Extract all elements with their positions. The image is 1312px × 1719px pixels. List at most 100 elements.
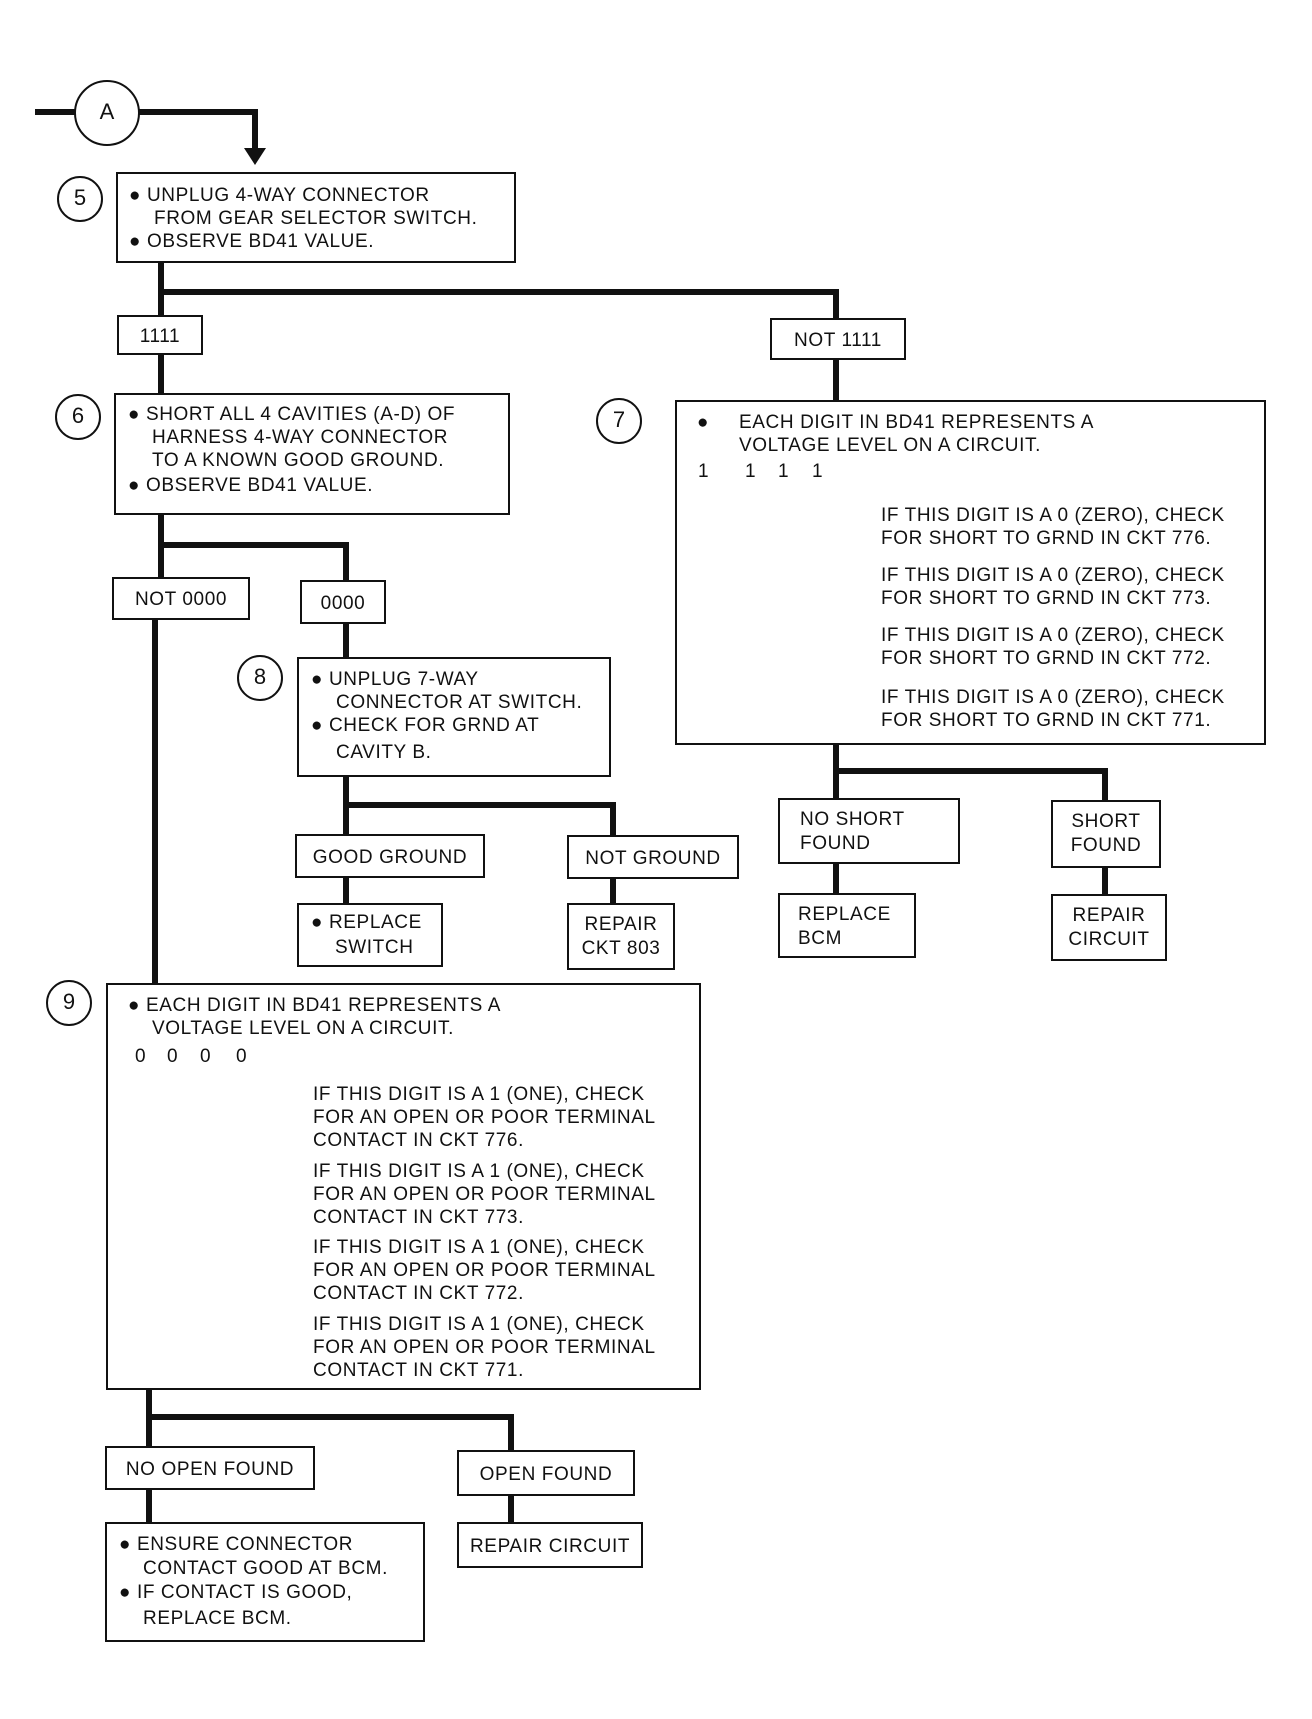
result-1111-label: 1111 — [139, 326, 181, 347]
result-1111-box: 1111 — [117, 315, 203, 355]
result-open-found-box: OPEN FOUND — [457, 1450, 635, 1496]
step-7-check-4-line-1: IF THIS DIGIT IS A 0 (ZERO), CHECK — [881, 687, 1225, 708]
step-5-line-2: FROM GEAR SELECTOR SWITCH. — [154, 208, 478, 229]
action-ensure-contact-box: ● ENSURE CONNECTOR CONTACT GOOD AT BCM. … — [105, 1522, 425, 1642]
step-9-check-4-line-1: IF THIS DIGIT IS A 1 (ONE), CHECK — [313, 1314, 645, 1335]
step-8-box: ● UNPLUG 7-WAY CONNECTOR AT SWITCH. ● CH… — [297, 657, 611, 777]
step-8-line-2: CONNECTOR AT SWITCH. — [336, 692, 583, 713]
step-9-check-3-line-1: IF THIS DIGIT IS A 1 (ONE), CHECK — [313, 1237, 645, 1258]
step-9-check-3-line-2: FOR AN OPEN OR POOR TERMINAL — [313, 1260, 656, 1281]
step-5-line-3: ● OBSERVE BD41 VALUE. — [129, 231, 375, 252]
step-9-check-1-line-3: CONTACT IN CKT 776. — [313, 1130, 524, 1151]
action-repair-circuit-7-line-2: CIRCUIT — [1068, 929, 1150, 950]
step-9-line-1: ● EACH DIGIT IN BD41 REPRESENTS A — [128, 995, 502, 1016]
result-not-1111-box: NOT 1111 — [770, 318, 906, 360]
step-5-box: ● UNPLUG 4-WAY CONNECTOR FROM GEAR SELEC… — [116, 172, 516, 263]
result-no-short-line-2: FOUND — [800, 833, 871, 854]
step-9-check-2-line-2: FOR AN OPEN OR POOR TERMINAL — [313, 1184, 656, 1205]
step-8-number: 8 — [237, 655, 283, 701]
step-7-number: 7 — [596, 398, 642, 444]
action-ensure-line-4: REPLACE BCM. — [143, 1608, 292, 1629]
action-repair-circuit-9-box: REPAIR CIRCUIT — [457, 1522, 643, 1568]
action-replace-switch-line-2: SWITCH — [335, 937, 414, 958]
step-9-digit-4: 0 — [236, 1046, 248, 1067]
action-repair-ckt803-box: REPAIR CKT 803 — [567, 903, 675, 970]
step-9-line-2: VOLTAGE LEVEL ON A CIRCUIT. — [152, 1018, 454, 1039]
step-7-check-4-line-2: FOR SHORT TO GRND IN CKT 771. — [881, 710, 1212, 731]
step-6-box: ● SHORT ALL 4 CAVITIES (A-D) OF HARNESS … — [114, 393, 510, 515]
step-9-check-2-line-3: CONTACT IN CKT 773. — [313, 1207, 524, 1228]
step-8-number-text: 8 — [253, 664, 267, 689]
step-9-box: ● EACH DIGIT IN BD41 REPRESENTS A VOLTAG… — [106, 983, 701, 1390]
result-good-ground-box: GOOD GROUND — [295, 834, 485, 878]
result-short-found-box: SHORT FOUND — [1051, 800, 1161, 868]
result-not-0000-label: NOT 0000 — [134, 589, 228, 610]
step-7-check-3-line-1: IF THIS DIGIT IS A 0 (ZERO), CHECK — [881, 625, 1225, 646]
result-no-short-box: NO SHORT FOUND — [778, 798, 960, 864]
action-replace-switch-box: ● REPLACE SWITCH — [297, 903, 443, 967]
step-9-check-1-line-1: IF THIS DIGIT IS A 1 (ONE), CHECK — [313, 1084, 645, 1105]
step-9-check-1-line-2: FOR AN OPEN OR POOR TERMINAL — [313, 1107, 656, 1128]
action-ensure-line-1: ● ENSURE CONNECTOR — [119, 1534, 354, 1555]
result-no-open-label: NO OPEN FOUND — [125, 1459, 295, 1480]
action-replace-bcm-line-2: BCM — [798, 928, 843, 949]
result-no-short-line-1: NO SHORT — [800, 809, 905, 830]
step-7-box: ● EACH DIGIT IN BD41 REPRESENTS A VOLTAG… — [675, 400, 1266, 745]
action-repair-circuit-7-line-1: REPAIR — [1072, 905, 1146, 926]
result-0000-label: 0000 — [320, 593, 366, 614]
step-7-check-2-line-2: FOR SHORT TO GRND IN CKT 773. — [881, 588, 1212, 609]
result-not-ground-label: NOT GROUND — [585, 848, 721, 869]
result-good-ground-label: GOOD GROUND — [312, 847, 468, 868]
step-7-line-2: VOLTAGE LEVEL ON A CIRCUIT. — [739, 435, 1041, 456]
result-0000-box: 0000 — [300, 580, 386, 624]
action-ensure-line-3: ● IF CONTACT IS GOOD, — [119, 1582, 353, 1603]
step-6-line-3: TO A KNOWN GOOD GROUND. — [152, 450, 445, 471]
step-8-line-3: ● CHECK FOR GRND AT — [311, 715, 540, 736]
step-7-bullet: ● — [697, 412, 710, 433]
step-7-number-text: 7 — [612, 407, 626, 432]
step-9-check-3-line-3: CONTACT IN CKT 772. — [313, 1283, 524, 1304]
step-6-line-1: ● SHORT ALL 4 CAVITIES (A-D) OF — [128, 404, 456, 425]
step-9-check-2-line-1: IF THIS DIGIT IS A 1 (ONE), CHECK — [313, 1161, 645, 1182]
step-5-number-text: 5 — [73, 185, 87, 210]
connector-a-circle: A — [74, 80, 140, 146]
step-7-digit-4: 1 — [812, 461, 824, 482]
result-no-open-box: NO OPEN FOUND — [105, 1446, 315, 1490]
step-7-check-3-line-2: FOR SHORT TO GRND IN CKT 772. — [881, 648, 1212, 669]
step-9-check-4-line-3: CONTACT IN CKT 771. — [313, 1360, 524, 1381]
step-6-number: 6 — [55, 394, 101, 440]
step-9-digit-3: 0 — [200, 1046, 212, 1067]
result-not-ground-box: NOT GROUND — [567, 835, 739, 879]
step-5-number: 5 — [57, 176, 103, 222]
connector-a-label: A — [99, 99, 115, 124]
step-9-number-text: 9 — [62, 989, 76, 1014]
step-9-digit-2: 0 — [167, 1046, 179, 1067]
step-9-number: 9 — [46, 980, 92, 1026]
action-replace-bcm-box: REPLACE BCM — [778, 893, 916, 958]
step-6-line-4: ● OBSERVE BD41 VALUE. — [128, 475, 374, 496]
step-8-line-4: CAVITY B. — [336, 742, 432, 763]
result-short-found-line-1: SHORT — [1071, 811, 1141, 832]
step-9-digit-1: 0 — [135, 1046, 147, 1067]
step-7-digit-1: 1 — [698, 461, 710, 482]
step-9-check-4-line-2: FOR AN OPEN OR POOR TERMINAL — [313, 1337, 656, 1358]
action-ensure-line-2: CONTACT GOOD AT BCM. — [143, 1558, 388, 1579]
action-repair-circuit-7-box: REPAIR CIRCUIT — [1051, 894, 1167, 961]
action-repair-ckt803-line-2: CKT 803 — [581, 938, 661, 959]
step-6-number-text: 6 — [71, 403, 85, 428]
step-6-line-2: HARNESS 4-WAY CONNECTOR — [152, 427, 449, 448]
step-7-check-1-line-2: FOR SHORT TO GRND IN CKT 776. — [881, 528, 1212, 549]
step-7-digit-3: 1 — [778, 461, 790, 482]
step-7-check-1-line-1: IF THIS DIGIT IS A 0 (ZERO), CHECK — [881, 505, 1225, 526]
step-7-digit-2: 1 — [745, 461, 757, 482]
step-8-line-1: ● UNPLUG 7-WAY — [311, 669, 479, 690]
step-7-check-2-line-1: IF THIS DIGIT IS A 0 (ZERO), CHECK — [881, 565, 1225, 586]
result-not-0000-box: NOT 0000 — [112, 577, 250, 620]
action-repair-ckt803-line-1: REPAIR — [584, 914, 658, 935]
action-repair-circuit-9-label: REPAIR CIRCUIT — [469, 1536, 631, 1557]
action-replace-bcm-line-1: REPLACE — [798, 904, 891, 925]
action-replace-switch-line-1: ● REPLACE — [311, 912, 422, 933]
step-5-line-1: ● UNPLUG 4-WAY CONNECTOR — [129, 185, 430, 206]
result-open-found-label: OPEN FOUND — [479, 1464, 613, 1485]
result-not-1111-label: NOT 1111 — [794, 330, 882, 351]
